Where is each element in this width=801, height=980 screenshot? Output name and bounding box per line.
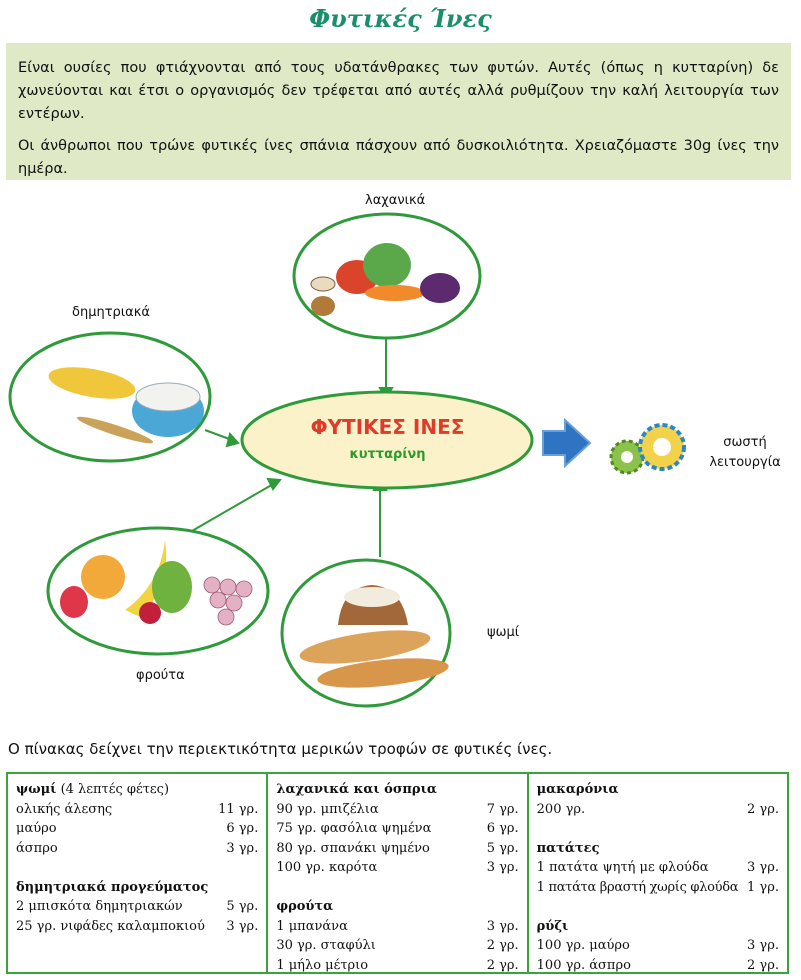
table-row: 1 μπανάνα 3 γρ. — [276, 917, 518, 937]
table-row: 90 γρ. μπιζέλια 7 γρ. — [276, 800, 518, 820]
row-label: 2 μπισκότα δημητριακών — [16, 899, 183, 914]
center-title: ΦΥΤΙΚΕΣ ΙΝΕΣ — [310, 415, 465, 439]
table-row: 2 μπισκότα δημητριακών 5 γρ. — [16, 897, 258, 917]
table-caption: Ο πίνακας δείχνει την περιεκτικότητα μερ… — [8, 740, 553, 758]
table-column-2: λαχανικά και όσπρια 90 γρ. μπιζέλια 7 γρ.… — [266, 774, 526, 973]
row-value: 2 γρ. — [486, 938, 519, 953]
cereals-illustration — [8, 331, 212, 463]
row-label: 30 γρ. σταφύλι — [276, 938, 376, 953]
row-label: ολικής άλεσης — [16, 801, 113, 817]
row-label: 100 γρ. μαύρο — [536, 938, 630, 953]
table-heading: ψωμί (4 λεπτές φέτες) — [16, 780, 258, 800]
row-value: 5 γρ. — [486, 840, 519, 856]
row-value: 3 γρ. — [226, 918, 259, 934]
label-result-line1: σωστή — [723, 435, 767, 450]
table-row: άσπρο 3 γρ. — [16, 839, 258, 859]
table-column-1: ψωμί (4 λεπτές φέτες) ολικής άλεσης 11 γρ… — [8, 774, 266, 972]
heading-potatoes: πατάτες — [536, 840, 600, 856]
row-value: 7 γρ. — [486, 801, 519, 817]
row-value: 3 γρ. — [226, 840, 259, 856]
fiber-diagram: λαχανικά δημητριακά φρούτα ψωμί ΦΥΤΙΚΕΣ … — [0, 185, 801, 725]
row-value: 11 γρ. — [218, 801, 259, 817]
row-label: 1 μπανάνα — [276, 918, 348, 934]
row-label: 75 γρ. φασόλια ψημένα — [276, 821, 432, 836]
result-arrow — [542, 417, 592, 469]
table-row: 100 γρ. μαύρο 3 γρ. — [537, 936, 779, 956]
heading-bread: ψωμί — [16, 782, 57, 797]
row-label: 25 γρ. νιφάδες καλαμποκιού — [16, 918, 205, 934]
row-label: άσπρο — [16, 840, 58, 856]
fiber-table: ψωμί (4 λεπτές φέτες) ολικής άλεσης 11 γρ… — [6, 772, 789, 974]
row-value: 3 γρ. — [747, 860, 779, 875]
row-value: 1 γρ. — [747, 879, 779, 895]
row-value: 2 γρ. — [486, 957, 519, 973]
row-value: 3 γρ. — [747, 938, 779, 953]
center-subtitle: κυτταρίνη — [349, 447, 426, 462]
table-row: μαύρο 6 γρ. — [16, 819, 258, 839]
vegetables-illustration — [292, 212, 482, 340]
table-row: 80 γρ. σπανάκι ψημένο 5 γρ. — [276, 839, 518, 859]
row-value: 5 γρ. — [226, 899, 259, 914]
row-label: 100 γρ. καρότα — [276, 860, 378, 875]
row-label: 1 μήλο μέτριο — [276, 957, 369, 973]
heading-vegetables: λαχανικά και όσπρια — [276, 782, 437, 797]
center-ellipse — [240, 390, 534, 490]
row-value: 2 γρ. — [747, 957, 779, 973]
row-value: 2 γρ. — [747, 801, 779, 817]
label-bread: ψωμί — [487, 625, 520, 640]
table-row: 75 γρ. φασόλια ψημένα 6 γρ. — [276, 819, 518, 839]
heading-rice: ρύζι — [536, 918, 569, 934]
intro-paragraph-1: Είναι ουσίες που φτιάχνονται από τους υδ… — [18, 60, 779, 122]
table-row: ολικής άλεσης 11 γρ. — [16, 800, 258, 820]
page-title: Φυτικές Ίνες — [309, 4, 492, 33]
bread-illustration — [280, 558, 452, 708]
table-row: 200 γρ. 2 γρ. — [537, 800, 779, 820]
row-value: 3 γρ. — [486, 860, 519, 875]
diagram-graphics — [8, 212, 686, 708]
row-label: 80 γρ. σπανάκι ψημένο — [276, 840, 430, 856]
intro-paragraph-2: Οι άνθρωποι που τρώνε φυτικές ίνες σπάνι… — [18, 138, 779, 177]
label-vegetables: λαχανικά — [365, 193, 426, 208]
table-row: 1 μήλο μέτριο 2 γρ. — [276, 956, 518, 976]
table-column-3: μακαρόνια 200 γρ. 2 γρ. πατάτες 1 πατάτα … — [526, 774, 787, 973]
row-label: μαύρο — [16, 821, 57, 836]
table-row: 25 γρ. νιφάδες καλαμποκιού 3 γρ. — [16, 917, 258, 937]
row-value: 6 γρ. — [226, 821, 259, 836]
gears-icon — [609, 423, 686, 475]
heading-bread-note: (4 λεπτές φέτες) — [60, 782, 170, 797]
row-value: 3 γρ. — [486, 918, 519, 934]
heading-cereal: δημητριακά προγεύματος — [16, 879, 209, 895]
row-label: 1 πατάτα ψητή με φλούδα — [536, 860, 709, 875]
table-row: 100 γρ. καρότα 3 γρ. — [276, 858, 518, 878]
heading-pasta: μακαρόνια — [536, 782, 619, 797]
label-result-line2: λειτουργία — [709, 455, 781, 470]
heading-fruits: φρούτα — [276, 899, 334, 914]
table-row: 100 γρ. άσπρο 2 γρ. — [537, 956, 779, 976]
label-fruits: φρούτα — [136, 668, 185, 683]
label-cereals: δημητριακά — [72, 305, 150, 320]
row-value: 6 γρ. — [486, 821, 519, 836]
table-row: 1 πατάτα βραστή χωρίς φλούδα 1 γρ. — [537, 878, 779, 898]
table-row: 1 πατάτα ψητή με φλούδα 3 γρ. — [537, 858, 779, 878]
row-label: 200 γρ. — [536, 801, 586, 817]
intro-box: Είναι ουσίες που φτιάχνονται από τους υδ… — [6, 43, 791, 180]
label-result: σωστή λειτουργία — [700, 433, 790, 473]
table-row: 30 γρ. σταφύλι 2 γρ. — [276, 936, 518, 956]
fruits-illustration — [46, 526, 270, 656]
row-label: 1 πατάτα βραστή χωρίς φλούδα — [536, 879, 739, 895]
row-label: 100 γρ. άσπρο — [536, 957, 631, 973]
row-label: 90 γρ. μπιζέλια — [276, 801, 379, 817]
